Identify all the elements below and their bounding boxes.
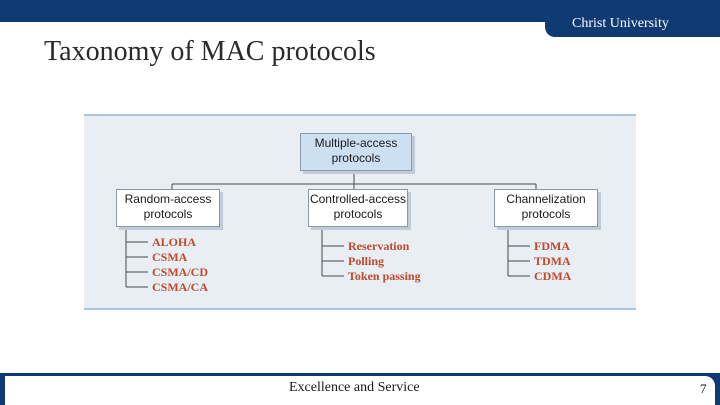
leaf-polling: Polling xyxy=(348,254,385,268)
page-number: 7 xyxy=(700,381,707,396)
footer-panel xyxy=(5,376,715,405)
leaf-fdma: FDMA xyxy=(534,239,570,253)
leaf-csma: CSMA xyxy=(152,250,188,264)
leaf-cdma: CDMA xyxy=(534,269,572,283)
leaf-tdma: TDMA xyxy=(534,254,571,268)
root-node-line2: protocols xyxy=(331,151,381,165)
connector-lines xyxy=(125,172,537,288)
leaf-csma-ca: CSMA/CA xyxy=(152,280,208,294)
leaf-reservation: Reservation xyxy=(348,239,410,253)
header-bar xyxy=(0,0,720,22)
category-node-line2: protocols xyxy=(521,207,571,221)
category-node-line1: Random-access xyxy=(124,192,212,206)
category-node-line1: Controlled-access xyxy=(309,192,407,206)
taxonomy-diagram: Multiple-access protocols Random-access … xyxy=(84,114,636,310)
category-node-line2: protocols xyxy=(143,207,193,221)
category-node-line2: protocols xyxy=(333,207,383,221)
footer-motto: Excellence and Service xyxy=(289,380,420,395)
root-node: Multiple-access protocols xyxy=(300,133,412,171)
header-tab xyxy=(545,0,720,37)
leaf-token-passing: Token passing xyxy=(348,269,421,283)
slide-title: Taxonomy of MAC protocols xyxy=(44,36,376,67)
category-node-line1: Channelization xyxy=(506,192,586,206)
category-node-channelization: Channelization protocols xyxy=(494,189,598,227)
org-name: Christ University xyxy=(572,16,669,31)
category-node-random-access: Random-access protocols xyxy=(116,189,220,227)
root-node-line1: Multiple-access xyxy=(314,136,398,150)
category-node-controlled-access: Controlled-access protocols xyxy=(308,189,408,227)
leaf-csma-cd: CSMA/CD xyxy=(152,265,208,279)
leaf-aloha: ALOHA xyxy=(152,235,197,249)
